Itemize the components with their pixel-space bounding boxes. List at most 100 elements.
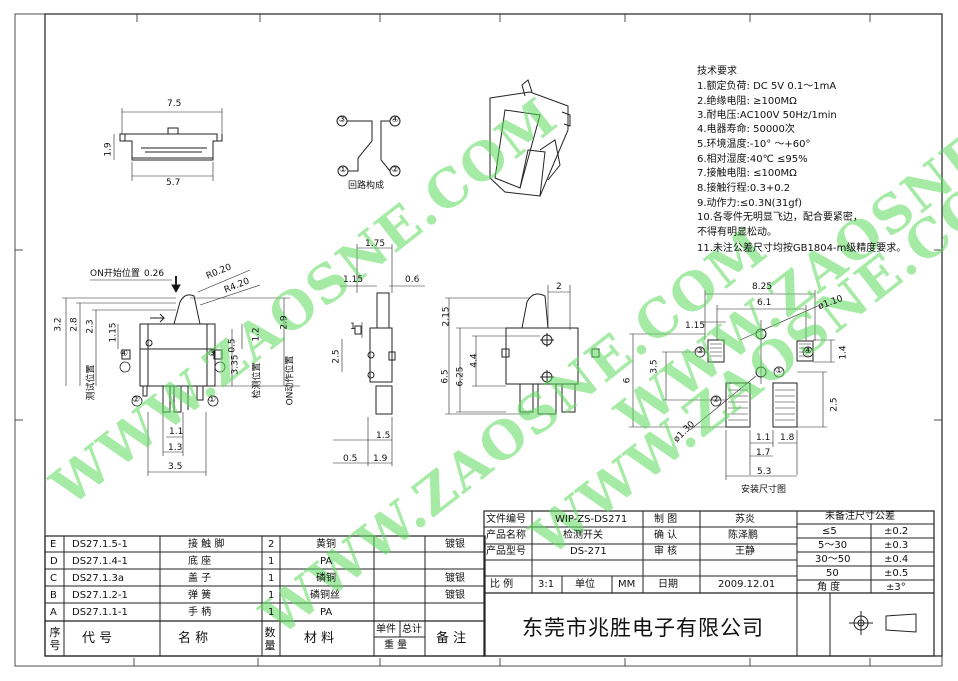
dim-label: 3.5 <box>168 462 183 472</box>
date-label: 日期 <box>658 579 678 590</box>
header-weight: 重 量 <box>384 640 408 651</box>
requirement-item: 1.额定负荷: DC 5V 0.1～1mA <box>697 81 837 92</box>
bom-qty: 1 <box>268 573 275 584</box>
bom-code: DS27.1.3a <box>72 573 124 584</box>
dim-label: 测试位置 <box>86 364 97 401</box>
tolerance-range: 30～50 <box>815 554 851 565</box>
bom-code: DS27.1.1-1 <box>72 607 128 618</box>
dim-label: 1.5 <box>376 431 391 441</box>
confirm-value: 陈泽鹏 <box>728 530 758 541</box>
dim-label: 1 <box>350 322 356 332</box>
dim-label: 2 <box>556 282 562 292</box>
bom-material: PA <box>320 556 333 567</box>
pin-label: ② <box>712 395 721 405</box>
pin-label: ④ <box>120 349 129 359</box>
scale-value: 3:1 <box>538 579 555 590</box>
bom-seq: E <box>50 539 57 550</box>
bom-qty: 1 <box>268 607 275 618</box>
header-name: 名 称 <box>178 631 209 646</box>
dim-label: 检测位置 <box>252 362 263 399</box>
dim-label: 1.9 <box>103 142 114 157</box>
dim-label: 3.2 <box>53 317 64 332</box>
bom-name: 手 柄 <box>188 607 212 618</box>
bom-note: 镀银 <box>445 539 465 550</box>
header-total-weight: 总计 <box>402 624 422 635</box>
tolerance-value: ±3° <box>886 582 906 593</box>
dim-label: 2.8 <box>69 317 80 332</box>
bom-note: 镀银 <box>445 590 465 601</box>
dim-label: 1.15 <box>343 275 364 285</box>
dim-label: 5.3 <box>757 467 772 477</box>
bom-qty: 2 <box>268 539 275 550</box>
bom-material: PA <box>320 607 333 618</box>
bom-material: 磷铜丝 <box>310 590 340 601</box>
bom-name: 盖 子 <box>188 573 212 584</box>
pin-label: ① <box>775 366 784 376</box>
dim-label: 1.2 <box>251 327 262 342</box>
bom-seq: D <box>50 556 58 567</box>
header-material: 材 料 <box>304 631 335 646</box>
header-seq: 序号 <box>49 626 61 652</box>
requirement-item: 9.动作力:≤0.3N(31gf) <box>697 198 803 209</box>
drawn-value: 苏炎 <box>735 514 755 525</box>
dim-label: 6.1 <box>757 298 772 308</box>
requirement-item: 5.环境温度:-10° ～+60° <box>697 139 811 150</box>
tolerance-range: ≤5 <box>822 526 837 537</box>
dim-label: 1.8 <box>780 433 795 443</box>
dim-label: 2.9 <box>279 315 290 330</box>
dim-label: ON开始位置 <box>90 269 140 279</box>
product-name-label: 产品名称 <box>486 530 526 541</box>
product-model-label: 产品型号 <box>486 546 526 557</box>
bom-name: 弹 簧 <box>188 590 212 601</box>
tolerance-range: 50 <box>826 568 839 579</box>
date-value: 2009.12.01 <box>718 579 776 590</box>
pcb-caption: 安装尺寸图 <box>741 485 787 495</box>
tolerance-range: 5～30 <box>818 540 848 551</box>
requirements-heading: 技术要求 <box>697 66 737 77</box>
dim-label: 1.15 <box>685 321 706 331</box>
header-unit-weight: 单件 <box>376 624 396 635</box>
requirement-item: 3.耐电压:AC100V 50Hz/1min <box>697 110 837 121</box>
requirement-item: 7.接触电阻: ≤100MΩ <box>697 168 797 179</box>
requirement-item: 4.电器寿命: 50000次 <box>697 124 795 135</box>
dim-label: 2.15 <box>441 306 452 327</box>
file-no-value: WIP-ZS-DS271 <box>555 514 628 525</box>
tolerance-range: 角 度 <box>817 582 841 593</box>
pin-label: ② <box>391 165 400 175</box>
pin-label: ④ <box>391 115 400 125</box>
bom-name: 接 触 脚 <box>188 539 225 550</box>
dim-label: 7.5 <box>167 99 182 109</box>
dim-label: 1.9 <box>373 454 388 464</box>
requirement-item: 不得有明显松动。 <box>697 227 777 238</box>
tolerance-value: ±0.3 <box>884 540 909 551</box>
bom-material: 黄铜 <box>316 539 336 550</box>
requirement-item: 6.相对湿度:40℃ ≤95% <box>697 154 808 165</box>
dim-label: 1.3 <box>168 443 183 453</box>
pin-label: ② <box>132 395 141 405</box>
bom-code: DS27.1.2-1 <box>72 590 128 601</box>
dim-label: 0.5 <box>343 454 358 464</box>
product-model-value: DS-271 <box>570 546 607 557</box>
pin-label: ④ <box>804 346 813 356</box>
requirement-item: 11.未注公差尺寸均按GB1804-m级精度要求。 <box>697 243 907 254</box>
bom-seq: C <box>50 573 57 584</box>
pin-label: ③ <box>338 115 347 125</box>
bom-code: DS27.1.5-1 <box>72 539 128 550</box>
circuit-caption: 回路构成 <box>348 181 385 191</box>
dim-label: 6 <box>622 377 633 384</box>
scale-label: 比 例 <box>490 579 514 590</box>
dim-label: 0.26 <box>144 269 165 279</box>
requirement-item: 8.接触行程:0.3+0.2 <box>697 183 791 194</box>
bom-seq: A <box>50 607 57 618</box>
header-qty: 数量 <box>264 626 276 652</box>
dim-label: 6.5 <box>440 369 451 384</box>
tolerance-heading: 未备注尺寸公差 <box>825 511 895 522</box>
requirement-item: 2.绝缘电阻: ≥100MΩ <box>697 96 797 107</box>
dim-label: 3.5 <box>649 359 660 374</box>
dim-label: 4.4 <box>469 353 480 368</box>
dim-label: 3.35 <box>230 354 241 375</box>
product-name-value: 检测开关 <box>563 530 603 541</box>
dim-label: 6.25 <box>455 366 466 387</box>
